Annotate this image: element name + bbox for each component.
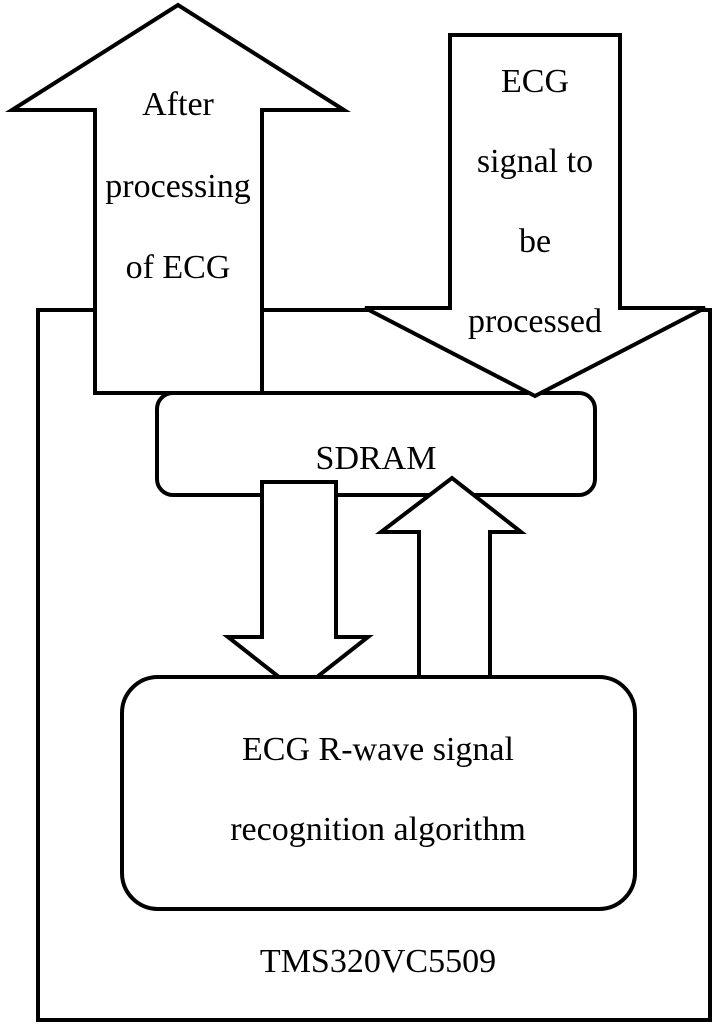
algorithm-block (120, 675, 637, 911)
sdram-label: SDRAM (316, 440, 437, 477)
output-arrow (5, 2, 351, 395)
output-arrow-label-line-3: of ECG (126, 249, 231, 286)
chip-label: TMS320VC5509 (260, 943, 496, 980)
input-arrow-label-line-2: signal to (477, 143, 593, 180)
input-arrow-label-line-1: ECG (501, 63, 569, 100)
algorithm-label-line-1: ECG R-wave signal (242, 731, 514, 768)
sdram-block (155, 391, 597, 497)
output-arrow-label-line-2: processing (105, 168, 250, 205)
output-arrow-label-line-1: After (142, 86, 214, 123)
algorithm-to-sdram-arrow (375, 475, 527, 692)
input-arrow-label-line-4: processed (468, 303, 602, 340)
input-arrow (364, 33, 706, 399)
algorithm-label-line-2: recognition algorithm (230, 811, 526, 848)
sdram-to-algorithm-arrow (222, 480, 374, 695)
input-arrow-label-line-3: be (519, 223, 551, 260)
